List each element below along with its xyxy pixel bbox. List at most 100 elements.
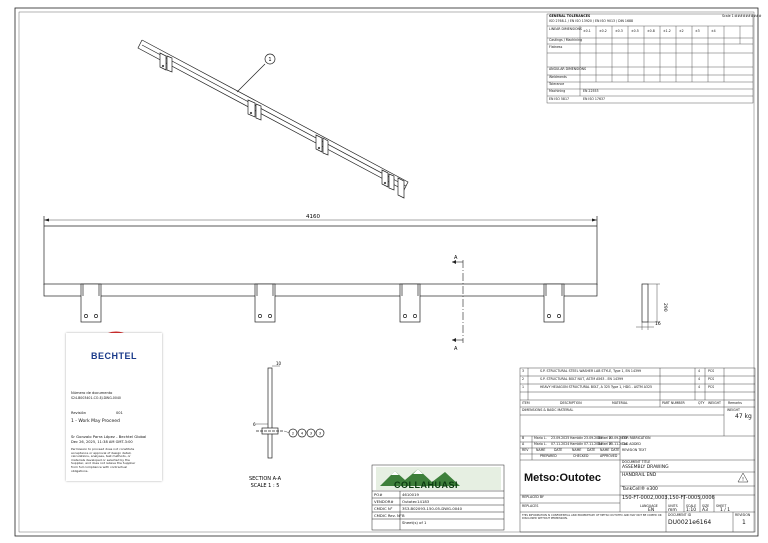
tolerance-cell: ±0.5 <box>631 29 639 33</box>
parts-header: QTY <box>698 401 705 405</box>
stamp-revision-label: Revisión <box>71 411 87 415</box>
dimension-length: 4160 <box>306 214 320 220</box>
vendor-label: VENDOR# <box>374 499 394 504</box>
tolerance-ref: ISO 2768-1 / EN ISO 13920 / EN ISO 9013 … <box>549 19 634 23</box>
units-label: UNITS <box>668 504 678 508</box>
isometric-view <box>137 39 409 199</box>
parts-header: PART NUMBER <box>662 401 685 405</box>
title-label: DOCUMENT TITLE <box>622 460 651 464</box>
tolerance-row: ANGULAR DIMENSIONS <box>549 67 587 71</box>
rev-by: Mario L. <box>534 436 547 440</box>
tolerance-row: Flatness <box>549 45 563 49</box>
tolerance-title: GENERAL TOLERANCES <box>549 14 591 18</box>
section-balloon: 3 <box>310 432 312 436</box>
client-name: COLLAHUASI <box>394 480 458 490</box>
stamp-doc-number: S24-B003401-CO-EJ-DWG-0040 <box>71 396 121 400</box>
parts-header: WEIGHT <box>708 401 721 405</box>
dimension-height: 290 <box>662 303 668 312</box>
tolerance-cell: ±4 <box>711 29 716 33</box>
tolerance-cell: ±2 <box>679 29 684 33</box>
rev-date: 23.09.2025 <box>584 436 603 440</box>
rev-header: NAME <box>600 448 610 452</box>
stamp-revision: 001 <box>116 411 123 415</box>
section-balloon: 2 <box>292 432 294 436</box>
parts-header: MATERIAL <box>612 401 628 405</box>
title-line-3: TankCell® e300 <box>622 487 658 492</box>
units-value: mm <box>668 508 677 513</box>
stamp-signed-date: Dec 26, 2025, 11:38 AM GMT-3:00 <box>71 440 133 444</box>
tolerance-row: Weldments <box>549 75 567 79</box>
material-label: DIMENSIONS & BASIC MATERIAL <box>522 408 574 412</box>
rev-date: 25.11.2024 <box>609 442 628 446</box>
rev-date: 07.11.2024 <box>551 442 570 446</box>
parts-header: ITEM <box>522 401 530 405</box>
stamp-doc-label: Número de documento <box>71 391 113 395</box>
parts-item: 1 <box>522 385 525 389</box>
bechtel-wordmark: BECHTEL <box>91 351 137 361</box>
tolerance-footer: EN 22553 <box>583 89 599 93</box>
rev-header: DATE <box>587 448 596 452</box>
parts-desc: HEAVY HEXAGON STRUCTURAL BOLT, A 325 Typ… <box>540 385 653 389</box>
title-line-2: HANDRAIL END <box>622 473 657 478</box>
rev-text: FOR FABRICATION <box>622 436 651 440</box>
tolerance-scale: Scale 1:########## <box>722 14 762 18</box>
replaces-label: REPLACES <box>522 504 539 508</box>
parts-item: 2 <box>522 377 525 381</box>
weight-value: 47 kg <box>735 413 752 420</box>
section-mark-bottom: A <box>454 346 458 352</box>
side-view <box>636 283 660 330</box>
approval-stamp: BECHTEL Número de documento S24-B003401-… <box>66 333 162 481</box>
rev-check: Hamblin <box>570 436 584 440</box>
rev-sub: APPROVED <box>600 454 618 458</box>
tolerance-cell: ±0.2 <box>599 29 607 33</box>
rev-date: 07.11.2024 <box>584 442 603 446</box>
cmdic-label: CMDIC N° <box>374 506 393 511</box>
rev-header: NAME <box>536 448 546 452</box>
title-line-1: ASSEMBLY DRAWING <box>622 465 669 470</box>
revision-value: 1 <box>742 519 746 526</box>
tolerance-cell: ±0.1 <box>583 29 591 33</box>
front-view <box>43 216 598 323</box>
rev-approver: Rafael H. <box>598 436 613 440</box>
po-label: PO# <box>374 492 383 497</box>
po-value: 4610019 <box>402 492 419 497</box>
parts-item: 3 <box>522 369 525 373</box>
language-value: EN <box>648 508 655 513</box>
size-label: SIZE <box>702 504 710 508</box>
collahuasi-logo <box>376 467 501 490</box>
client-sheet: Sheet(s) of 1 <box>402 520 427 525</box>
doc-id-label: DOCUMENT ID <box>668 513 692 517</box>
title-block-lines <box>519 367 756 533</box>
scale-label: SCALE <box>686 504 697 508</box>
section-title: SECTION A-A <box>249 476 282 482</box>
replaced-by-label: REPLACED BY <box>522 495 544 499</box>
rev-header: DATE <box>611 448 620 452</box>
vendor-value: Outotec14183 <box>402 499 430 504</box>
dimension-section-detail: 6 <box>253 422 256 427</box>
tolerance-footer: Machining <box>549 89 566 93</box>
rev-sub: CHECKED <box>573 454 589 458</box>
rev-code: B <box>522 436 525 440</box>
parts-desc: S.P. STRUCTURAL STEEL WASHER LAB STYLE, … <box>540 369 642 373</box>
company-wordmark: Metso:Outotec <box>524 472 601 484</box>
title-line-4: 150-FT-0002,0003,150-FT-0005,0006 <box>622 495 715 501</box>
section-balloon: 4 <box>301 432 304 436</box>
scale-value: 1:10 <box>686 508 697 513</box>
tolerance-cell: ±3 <box>695 29 700 33</box>
dimension-top: 10 <box>276 361 282 366</box>
parts-unit: PCS <box>708 385 715 389</box>
weight-label: WEIGHT <box>727 408 740 412</box>
client-block-lines <box>371 464 505 531</box>
rev-header: DATE <box>554 448 563 452</box>
stamp-signed-by: Sr Gonzalo Parra López - Bechtel Global <box>71 434 147 439</box>
rev-code: A <box>522 442 525 446</box>
cmdic-rev-value: B <box>402 513 405 518</box>
sheet-label: SHEET <box>716 504 727 508</box>
rev-approver: Rafael H. <box>598 442 613 446</box>
parts-qty: 4 <box>698 385 701 389</box>
language-label: LANGUAGE <box>640 504 658 508</box>
tolerance-cell: ±0.8 <box>647 29 655 33</box>
section-mark-top: A <box>454 255 458 261</box>
section-scale: SCALE 1 : 5 <box>251 483 280 489</box>
